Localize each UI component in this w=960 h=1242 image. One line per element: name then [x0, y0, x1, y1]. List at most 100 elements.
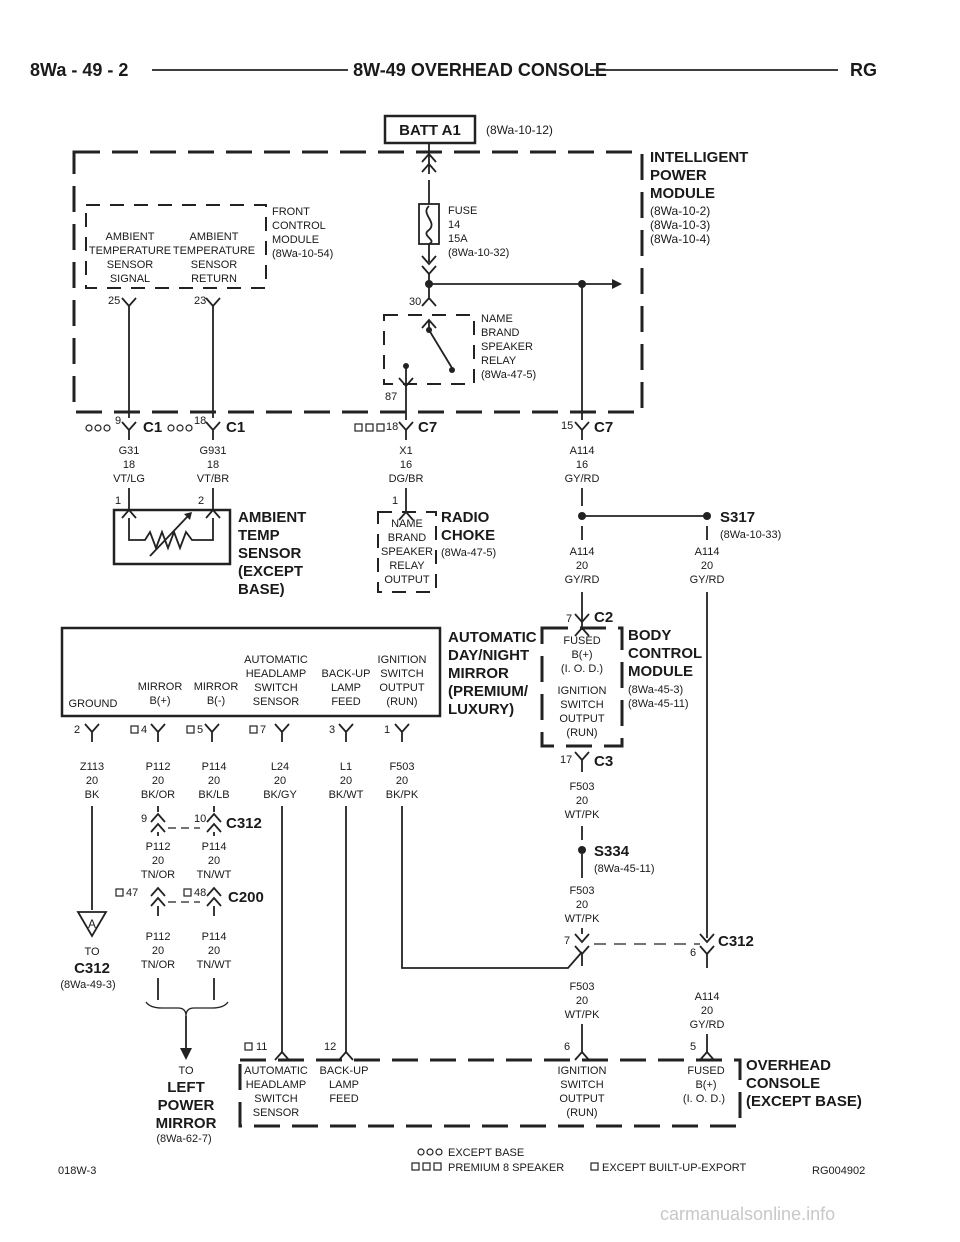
c1a-wire-3: VT/LG [113, 473, 145, 485]
to-c312-letter: A [88, 917, 96, 931]
bcm-title-2: CONTROL [628, 645, 702, 662]
bcm-fused-3: (I. O. D.) [561, 663, 603, 675]
s334-wire-2: 20 [576, 899, 588, 911]
s317-wire-right-2: 20 [701, 560, 713, 572]
c312b-label: C312 [718, 933, 754, 950]
c312b-wire-a-2: 20 [576, 995, 588, 1007]
s334-label: S334 [594, 843, 630, 860]
ipm-title-1: INTELLIGENT [650, 149, 748, 166]
ipm-title-2: POWER [650, 167, 707, 184]
console-fused-1: FUSED [687, 1065, 724, 1077]
sensor-pin-1: 1 [115, 495, 121, 507]
wire-f503bk-2: 20 [396, 775, 408, 787]
fcm-return-4: RETURN [191, 273, 237, 285]
choke-title-2: CHOKE [441, 527, 495, 544]
wire-z113-2: 20 [86, 775, 98, 787]
c200-wire-a-3: TN/OR [141, 959, 175, 971]
mirror-title-3: MIRROR [448, 665, 509, 682]
mirror-pin-name-backup-2: LAMP [331, 682, 361, 694]
wire-z113-3: BK [85, 789, 100, 801]
relay-line-1: NAME [481, 313, 513, 325]
wire-z113-1: Z113 [80, 761, 104, 773]
mirror-pin-name-bminus-2: B(-) [207, 695, 225, 707]
to-mirror-to: TO [178, 1065, 194, 1077]
c200-wire-b-3: TN/WT [197, 959, 232, 971]
to-c312-ref: A TO C312 (8Wa-49-3) [60, 917, 115, 991]
bcm-c3-pin: 17 [560, 754, 572, 766]
fcm-return-1: AMBIENT [190, 231, 239, 243]
c312b-wire-b-2: 20 [701, 1005, 713, 1017]
bcm-wire-2: 20 [576, 795, 588, 807]
c200-wire-b-1: P114 [202, 931, 227, 943]
wire-p112-3: BK/OR [141, 789, 175, 801]
batt-label: BATT A1 [399, 122, 461, 139]
s334-wire-3: WT/PK [565, 913, 600, 925]
bcm-ign-2: SWITCH [560, 699, 603, 711]
c200-wire-b-2: 20 [208, 945, 220, 957]
wire-p112-2: 20 [152, 775, 164, 787]
c1b-wire-1: G931 [200, 445, 227, 457]
choke-title-1: RADIO [441, 509, 490, 526]
bcm-ign-1: IGNITION [558, 685, 607, 697]
c7a-label: C7 [418, 419, 437, 436]
mirror-wires: 9 10 C312 P112 20 TN/OR P114 20 TN/WT 47… [76, 806, 583, 1060]
c1b-wire-2: 18 [207, 459, 219, 471]
c312a-label: C312 [226, 815, 262, 832]
to-c312-conn: C312 [74, 960, 110, 977]
console-ign-3: OUTPUT [559, 1093, 605, 1105]
mirror-wire-labels: Z113 20 BK P112 20 BK/OR P114 20 BK/LB L… [80, 761, 419, 801]
fcm-pin-23: 23 [194, 295, 206, 307]
wire-p112-1: P112 [146, 761, 171, 773]
c312b-pin-7: 7 [564, 935, 570, 947]
fcm-signal-1: AMBIENT [106, 231, 155, 243]
c1b-label: C1 [226, 419, 245, 436]
s334-wire-1: F503 [569, 885, 594, 897]
console-ahs-1: AUTOMATIC [244, 1065, 308, 1077]
fcm-return-2: TEMPERATURE [173, 245, 255, 257]
relay-line-2: BRAND [481, 327, 520, 339]
choke-box-2: BRAND [388, 532, 427, 544]
bcm-ref-2: (8Wa-45-11) [628, 698, 689, 710]
wire-f503bk-3: BK/PK [386, 789, 419, 801]
fuse-line-2: 14 [448, 219, 460, 231]
console-pin-12: 12 [324, 1041, 336, 1053]
console-title-2: CONSOLE [746, 1075, 820, 1092]
c312a-wire-b-2: 20 [208, 855, 220, 867]
mirror-pin-1: 1 [384, 724, 390, 736]
mirror-pin-7: 7 [260, 724, 266, 736]
wire-p114-1: P114 [202, 761, 227, 773]
relay-pin-87: 87 [385, 391, 397, 403]
fcm-pin-25: 25 [108, 295, 120, 307]
legend-except-base: EXCEPT BASE [448, 1147, 524, 1159]
to-mirror-name-1: LEFT [167, 1079, 205, 1096]
bcm-ref-1: (8Wa-45-3) [628, 684, 683, 696]
ipm-box: INTELLIGENT POWER MODULE (8Wa-10-2) (8Wa… [72, 149, 748, 414]
c312a-wire-b-1: P114 [202, 841, 227, 853]
bcm-ign-4: (RUN) [566, 727, 597, 739]
batt-ref: (8Wa-10-12) [486, 123, 553, 137]
fcm-return-3: SENSOR [191, 259, 238, 271]
console-fused-2: B(+) [695, 1079, 716, 1091]
choke-ref: (8Wa-47-5) [441, 547, 496, 559]
fcm-title-2: CONTROL [272, 220, 326, 232]
c1b-wire-3: VT/BR [197, 473, 229, 485]
c312a-pin-9: 9 [141, 813, 147, 825]
bcm-fused-1: FUSED [563, 635, 600, 647]
legend: EXCEPT BASE PREMIUM 8 SPEAKER EXCEPT BUI… [411, 1147, 747, 1174]
c312a-wire-a-1: P112 [146, 841, 171, 853]
fcm-title-1: FRONT [272, 206, 310, 218]
fuse-line-4: (8Wa-10-32) [448, 247, 509, 259]
console-ign-1: IGNITION [558, 1065, 607, 1077]
auto-day-night-mirror: AUTOMATIC DAY/NIGHT MIRROR (PREMIUM/ LUX… [60, 626, 537, 742]
fcm-title-4: (8Wa-10-54) [272, 248, 333, 260]
mirror-pin-name-ign-1: IGNITION [378, 654, 427, 666]
to-mirror-name-2: POWER [158, 1097, 215, 1114]
fcm-signal-4: SIGNAL [110, 273, 150, 285]
c7b-wire-3: GY/RD [565, 473, 600, 485]
mirror-pin-name-bplus-2: B(+) [149, 695, 170, 707]
choke-box-1: NAME [391, 518, 423, 530]
fcm-box: FRONT CONTROL MODULE (8Wa-10-54) AMBIENT… [85, 204, 333, 307]
c1a-label: C1 [143, 419, 162, 436]
c200-pin-47: 47 [126, 887, 138, 899]
c312a-wire-b-3: TN/WT [197, 869, 232, 881]
